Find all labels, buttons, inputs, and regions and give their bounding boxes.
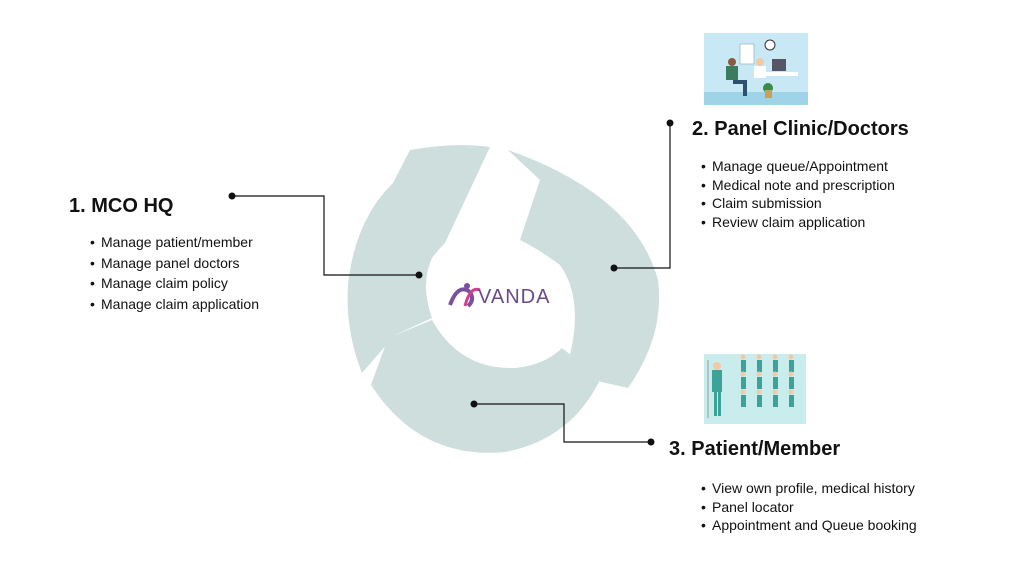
- ring-segment-clinic: [508, 150, 660, 388]
- list-item: Review claim application: [701, 213, 895, 232]
- list-item: Manage panel doctors: [90, 254, 259, 273]
- patient-member-list: View own profile, medical history Panel …: [701, 479, 917, 535]
- list-item: Panel locator: [701, 498, 917, 517]
- list-item: Manage patient/member: [90, 233, 259, 252]
- connector-patient: [474, 403, 651, 443]
- vanda-logo-mark: [448, 283, 481, 308]
- node-title-panel-clinic: 2. Panel Clinic/Doctors: [692, 118, 909, 140]
- list-item: Claim submission: [701, 194, 895, 213]
- connector-dot: [647, 438, 655, 446]
- ring-center: [435, 236, 559, 360]
- connector-dot: [666, 119, 674, 127]
- list-item: Medical note and prescription: [701, 176, 895, 195]
- ring-segment-mco: [347, 145, 490, 373]
- ring-segment-patient: [371, 320, 600, 453]
- clinic-illustration-icon: [704, 33, 808, 105]
- connector-dot: [610, 264, 618, 272]
- list-item: Manage queue/Appointment: [701, 157, 895, 176]
- list-item: View own profile, medical history: [701, 479, 917, 498]
- list-item: Appointment and Queue booking: [701, 516, 917, 535]
- list-item: Manage claim policy: [90, 274, 259, 293]
- connector-mco: [232, 195, 419, 276]
- mco-hq-list: Manage patient/member Manage panel docto…: [90, 233, 259, 315]
- vanda-logo-text: VANDA: [478, 286, 551, 308]
- medical-staff-illustration-icon: [704, 354, 806, 424]
- node-title-mco-hq: 1. MCO HQ: [69, 195, 174, 217]
- connector-dot: [415, 271, 423, 279]
- connector-clinic: [614, 123, 671, 269]
- connector-dot: [228, 192, 236, 200]
- node-title-patient-member: 3. Patient/Member: [669, 438, 841, 460]
- connector-dot: [470, 400, 478, 408]
- panel-clinic-list: Manage queue/Appointment Medical note an…: [701, 157, 895, 231]
- list-item: Manage claim application: [90, 295, 259, 314]
